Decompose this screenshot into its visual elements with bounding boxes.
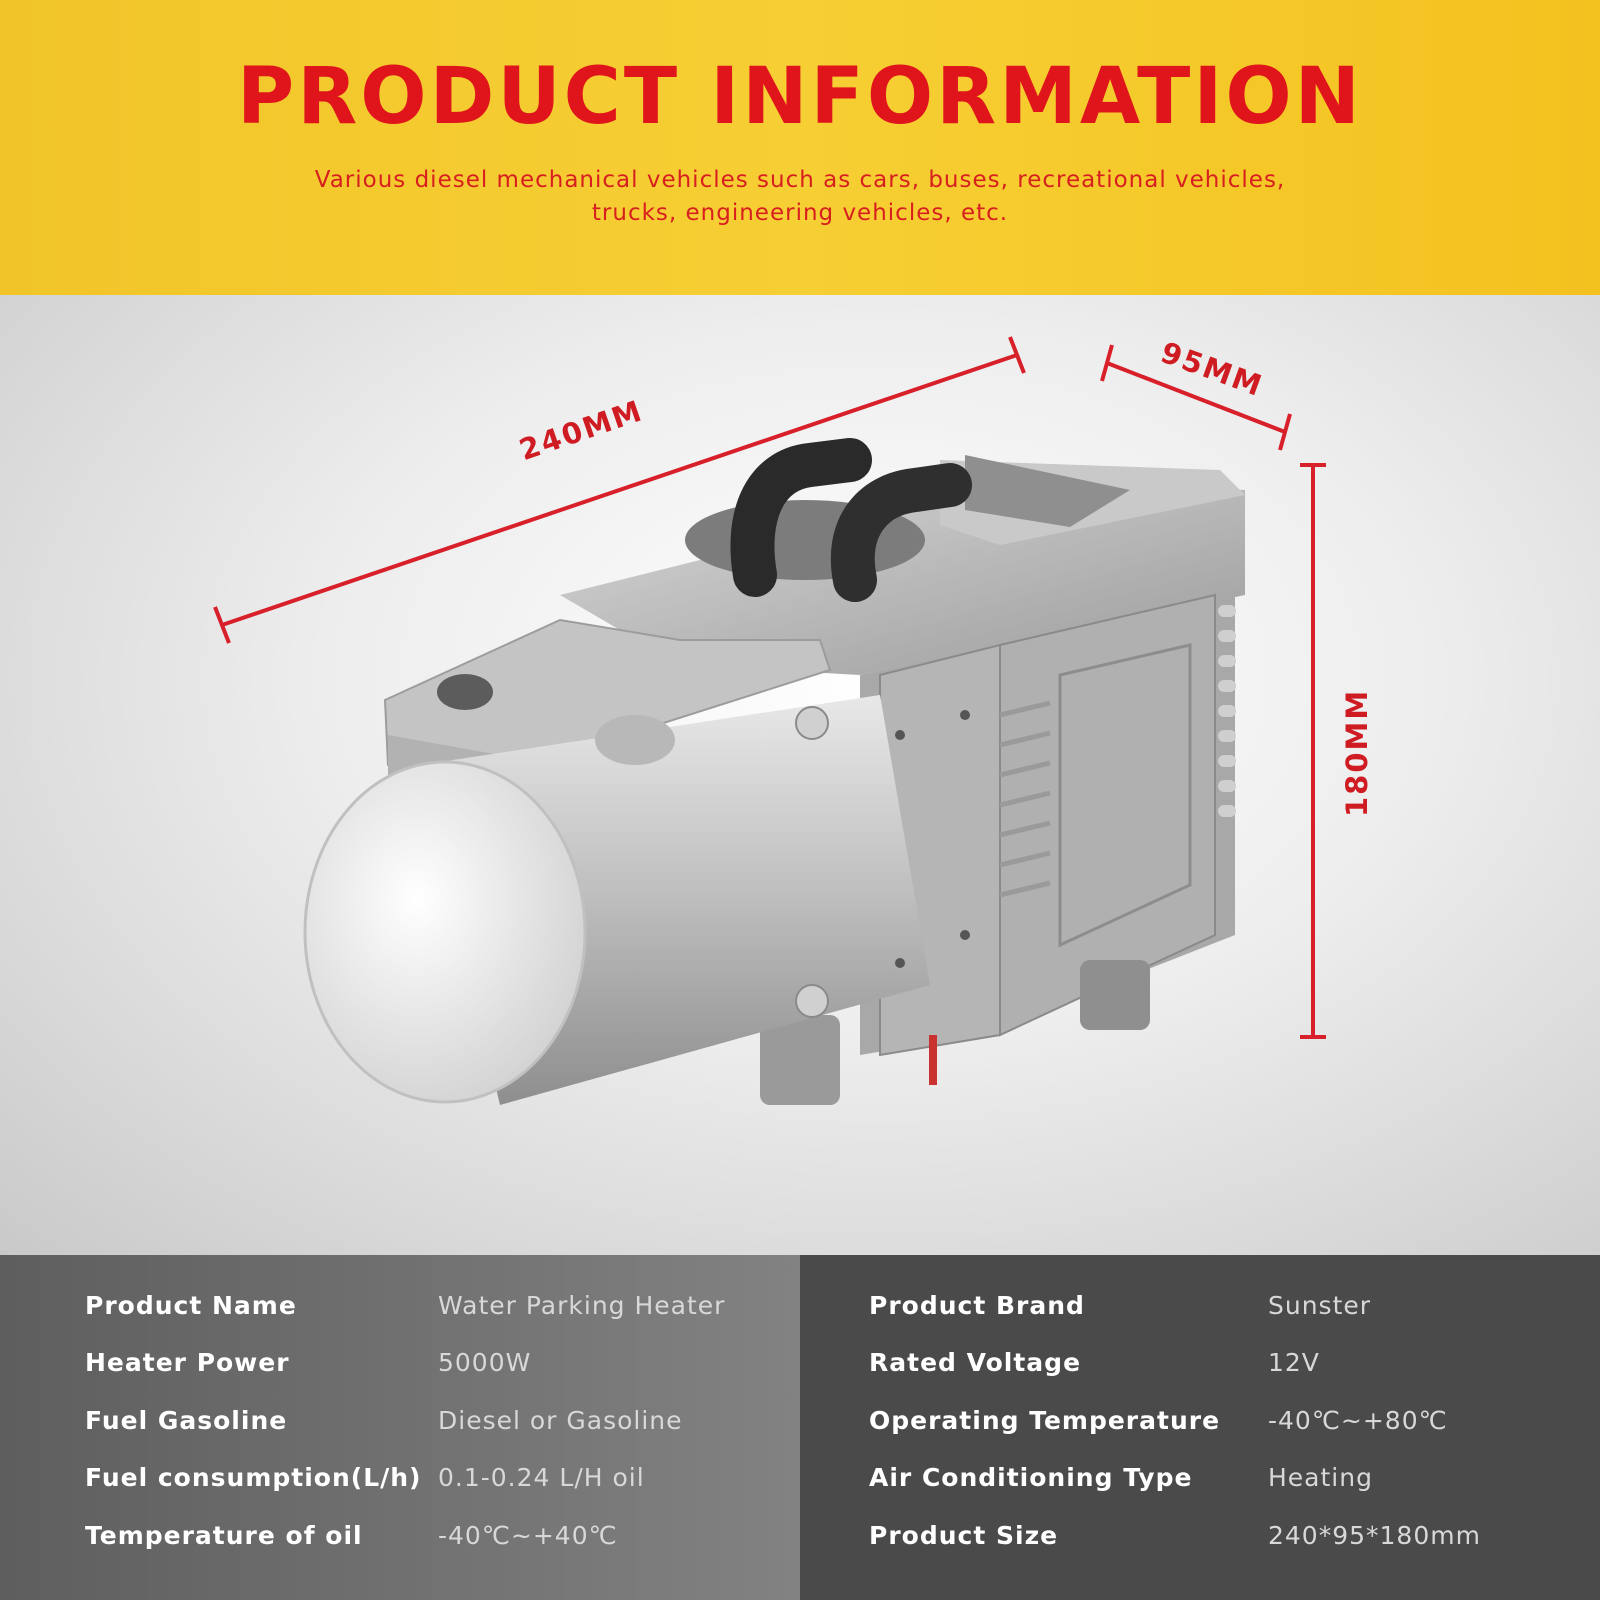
dimension-height-label: 180MM [1340,688,1374,817]
subtitle-line-2: trucks, engineering vehicles, etc. [591,200,1009,226]
spec-key: Air Conditioning Type [869,1463,1193,1492]
spec-value: -40℃~+40℃ [438,1521,618,1550]
spec-value: 240*95*180mm [1268,1521,1481,1550]
spec-table: Product Name Water Parking Heater Heater… [0,1255,1600,1600]
spec-key: Rated Voltage [869,1348,1082,1377]
dimension-line-length [213,336,1026,644]
spec-key: Product Name [85,1291,297,1320]
spec-value: 5000W [438,1348,532,1377]
heater-illustration [213,336,1326,1105]
page-subtitle: Various diesel mechanical vehicles such … [200,164,1400,230]
spec-key: Heater Power [85,1348,290,1377]
spec-value: Heating [1268,1463,1373,1492]
spec-value: -40℃~+80℃ [1268,1406,1448,1435]
header-banner: PRODUCT INFORMATION Various diesel mecha… [0,0,1600,295]
spec-value: Water Parking Heater [438,1291,726,1320]
spec-panel-left: Product Name Water Parking Heater Heater… [0,1255,800,1600]
subtitle-line-1: Various diesel mechanical vehicles such … [314,167,1286,193]
spec-key: Operating Temperature [869,1406,1221,1435]
spec-key: Fuel Gasoline [85,1406,288,1435]
spec-key: Fuel consumption(L/h) [85,1463,422,1492]
spec-value: 12V [1268,1348,1320,1377]
spec-panel-right: Product Brand Sunster Rated Voltage 12V … [800,1255,1600,1600]
spec-value: 0.1-0.24 L/H oil [438,1463,645,1492]
spec-value: Diesel or Gasoline [438,1406,683,1435]
spec-key: Product Brand [869,1291,1085,1320]
spec-key: Product Size [869,1521,1059,1550]
spec-value: Sunster [1268,1291,1372,1320]
spec-key: Temperature of oil [85,1521,363,1550]
dimension-line-height [1300,463,1326,1039]
page-title: PRODUCT INFORMATION [237,52,1363,142]
product-image-area: 240MM 95MM 180MM [0,295,1600,1255]
dimension-line-width [1100,344,1292,451]
heater-body [303,438,1245,1105]
